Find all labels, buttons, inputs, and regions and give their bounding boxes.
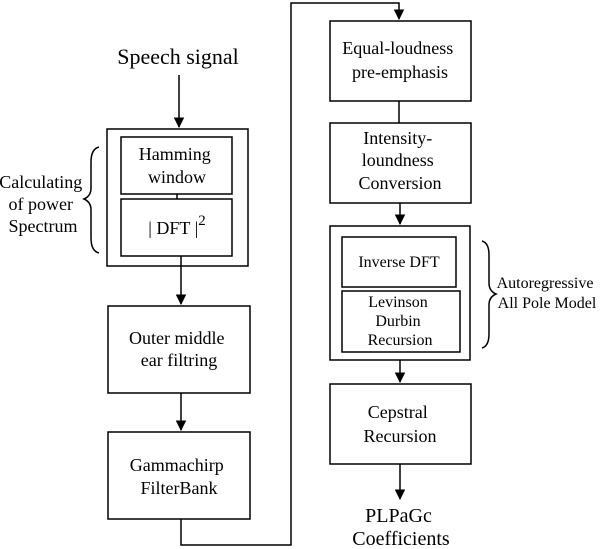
route-gammachirp-to-equal-loudness: [180, 2, 405, 546]
hamming-window-label: Hamming window: [139, 144, 216, 187]
intensity-box: [329, 122, 472, 204]
hamming-window-box: [120, 136, 233, 195]
inverse-dft-box: [341, 236, 457, 288]
autoregressive-label: Autoregressive All Pole Model: [497, 275, 598, 312]
gammachirp-box: [107, 431, 251, 520]
outer-ear-label: Outer middle ear filtring: [129, 328, 229, 370]
inverse-dft-label: Inverse DFT: [358, 254, 440, 271]
equal-loudness-label: Equal-loudness pre-emphasis: [342, 38, 457, 82]
equal-loudness-box: [329, 20, 472, 102]
cepstral-box: [329, 383, 472, 465]
gammachirp-label: Gammachirp FilterBank: [130, 455, 228, 498]
cepstral-label: Cepstral Recursion: [364, 402, 437, 446]
outer-ear-box: [107, 305, 251, 394]
power-spectrum-brace: [82, 146, 100, 254]
output-label: PLPaGc Coefficients: [352, 505, 450, 549]
levinson-durbin-label: Levinson Durbin Recursion: [368, 294, 433, 349]
intensity-label: Intensity- loundness Conversion: [359, 128, 442, 193]
power-spectrum-label: Calculating of power Spectrum: [0, 172, 87, 236]
speech-signal-label: Speech signal: [117, 44, 239, 69]
autoregressive-brace: [481, 240, 498, 349]
dft-label: | DFT |2: [148, 213, 205, 238]
levinson-durbin-box: [341, 290, 461, 353]
dft-box: [120, 198, 233, 257]
